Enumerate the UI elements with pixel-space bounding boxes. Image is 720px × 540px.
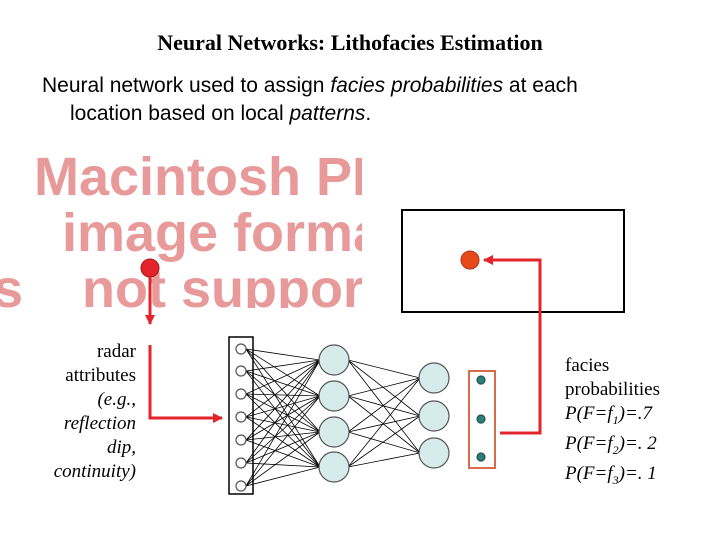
connection — [245, 370, 321, 468]
connection — [347, 359, 421, 417]
input-layer — [235, 343, 247, 492]
output-node — [418, 362, 450, 394]
connection — [245, 395, 321, 418]
output-node — [418, 437, 450, 469]
placeholder-line-1: Macintosh PICT — [34, 148, 362, 207]
connection — [347, 431, 421, 454]
connection — [245, 431, 321, 487]
input-node — [235, 480, 247, 492]
output-probabilities-label: facies probabilities P(F=f1)=.7 P(F=f2)=… — [565, 354, 715, 491]
connection — [347, 377, 421, 468]
connection — [347, 415, 421, 468]
output-value-dot — [476, 414, 486, 424]
output-values — [476, 375, 486, 462]
connection — [245, 359, 321, 464]
prob-f2: P(F=f2)=. 2 — [565, 432, 657, 457]
connection — [245, 348, 321, 433]
arrow-to-input-layer — [148, 345, 223, 423]
connection — [245, 359, 321, 372]
connection — [245, 431, 321, 441]
output-value-dot — [476, 452, 486, 462]
connection — [245, 431, 321, 464]
connection — [245, 370, 321, 433]
connection — [245, 439, 321, 468]
connection — [245, 348, 321, 397]
unsupported-image-placeholder: Macintosh PICT image format is not suppo… — [0, 148, 362, 308]
connection — [245, 359, 321, 441]
connection — [347, 415, 421, 433]
hidden-node — [318, 380, 350, 412]
placeholder-line-3b: not supported — [82, 259, 362, 308]
connection — [245, 359, 321, 487]
connection — [245, 393, 321, 397]
input-node — [235, 434, 247, 446]
hidden-node — [318, 451, 350, 483]
prob-f1: P(F=f1)=.7 — [565, 403, 653, 427]
input-node — [235, 457, 247, 469]
output-node — [418, 400, 450, 432]
connection — [245, 466, 321, 487]
connection — [347, 359, 421, 379]
prob-f3: P(F=f3)=. 1 — [565, 462, 657, 487]
connection — [245, 462, 321, 468]
output-map-box — [401, 209, 625, 313]
connection — [347, 452, 421, 468]
intro-line-2: location based on local patterns. — [70, 102, 372, 125]
input-node — [235, 411, 247, 423]
connection — [245, 370, 321, 397]
input-node — [235, 388, 247, 400]
arrow-to-output-point — [483, 255, 542, 435]
input-node — [235, 365, 247, 377]
connection — [245, 393, 321, 433]
output-value-dot — [476, 375, 486, 385]
connection — [347, 377, 421, 433]
connection — [245, 416, 321, 468]
input-location-point — [140, 258, 160, 278]
connection — [245, 348, 321, 468]
connection — [245, 395, 321, 464]
connection — [245, 395, 321, 441]
input-node — [235, 343, 247, 355]
connection — [347, 377, 421, 397]
connection — [245, 359, 321, 395]
hidden-node — [318, 416, 350, 448]
connection — [245, 348, 321, 361]
connection — [347, 395, 421, 417]
hidden-node — [318, 344, 350, 376]
connection — [245, 359, 321, 418]
intro-text: Neural network used to assign facies pro… — [42, 72, 682, 128]
hidden-layer — [318, 344, 350, 483]
input-attributes-label: radar attributes (e.g., reflection dip, … — [53, 341, 136, 482]
output-layer — [418, 362, 450, 469]
connection — [245, 393, 321, 468]
placeholder-line-2: image format — [62, 203, 362, 263]
network-connections — [245, 348, 421, 487]
slide-title: Neural Networks: Lithofacies Estimation — [157, 30, 543, 55]
input-layer-box — [228, 336, 254, 495]
connection — [347, 395, 421, 454]
intro-line-1: Neural network used to assign facies pro… — [42, 74, 578, 97]
output-location-point — [460, 250, 480, 270]
connection — [245, 395, 321, 487]
placeholder-line-3a: is — [0, 259, 24, 308]
connection — [245, 416, 321, 433]
output-value-box — [468, 370, 496, 469]
connection — [347, 359, 421, 454]
